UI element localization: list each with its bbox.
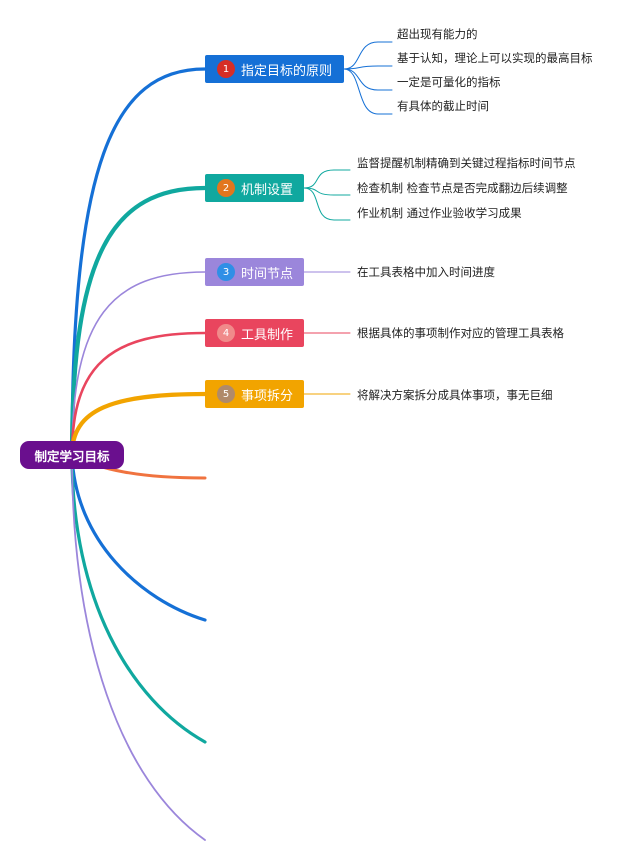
leaf-item[interactable]: 有具体的截止时间	[397, 99, 489, 113]
root-label: 制定学习目标	[34, 448, 110, 464]
leaf-item[interactable]: 将解决方案拆分成具体事项，事无巨细	[357, 388, 553, 402]
branch-label: 机制设置	[241, 182, 294, 198]
number-3-icon: 3	[217, 263, 235, 281]
branch-tool-making[interactable]: 4 工具制作	[205, 319, 304, 347]
leaf-connector	[303, 187, 351, 221]
root-node[interactable]: 制定学习目标	[20, 441, 124, 469]
leaf-connector	[303, 169, 351, 189]
number-5-icon: 5	[217, 385, 235, 403]
leaf-item[interactable]: 在工具表格中加入时间进度	[357, 265, 495, 279]
leaf-item[interactable]: 检查机制 检查节点是否完成翻边后续调整	[357, 181, 568, 195]
number-4-icon: 4	[217, 324, 235, 342]
branch-label: 指定目标的原则	[241, 63, 333, 79]
branch-task-breakdown[interactable]: 5 事项拆分	[205, 380, 304, 408]
leaf-item[interactable]: 基于认知，理论上可以实现的最高目标	[397, 51, 593, 65]
branch-connector	[71, 271, 206, 456]
leaf-item[interactable]: 监督提醒机制精确到关键过程指标时间节点	[357, 156, 576, 170]
number-1-icon: 1	[217, 60, 235, 78]
branch-label: 事项拆分	[241, 388, 294, 404]
leaf-connector	[343, 65, 393, 70]
leaf-item[interactable]: 一定是可量化的指标	[397, 75, 501, 89]
branch-label: 时间节点	[241, 266, 294, 282]
branch-goal-principles[interactable]: 1 指定目标的原则	[205, 55, 344, 83]
branch-time-nodes[interactable]: 3 时间节点	[205, 258, 304, 286]
leaf-connector	[343, 41, 393, 70]
leaf-connector	[303, 187, 351, 196]
empty-branch-connector	[71, 454, 206, 841]
leaf-connector	[343, 68, 393, 115]
branch-connector	[69, 185, 208, 458]
branch-mechanism-setup[interactable]: 2 机制设置	[205, 174, 304, 202]
leaf-item[interactable]: 根据具体的事项制作对应的管理工具表格	[357, 326, 564, 340]
branch-label: 工具制作	[241, 327, 294, 343]
branch-connector	[70, 331, 207, 457]
branch-connector	[69, 391, 208, 458]
empty-branch-connector	[70, 453, 207, 622]
leaf-item[interactable]: 作业机制 通过作业验收学习成果	[357, 206, 522, 220]
leaf-item[interactable]: 超出现有能力的	[397, 27, 478, 41]
branch-connector	[70, 67, 207, 457]
number-2-icon: 2	[217, 179, 235, 197]
empty-branch-connector	[70, 453, 207, 744]
